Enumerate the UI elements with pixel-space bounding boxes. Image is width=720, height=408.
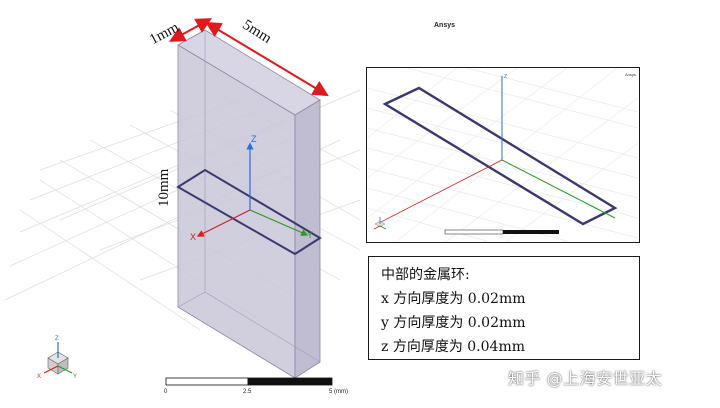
info-line-y-thickness: y 方向厚度为 0.02mm (381, 315, 526, 331)
substrate-block[interactable] (177, 29, 321, 379)
inset-brand-label: Ansys (625, 72, 636, 77)
watermark: 知乎 @上海安世亚太 (508, 369, 663, 388)
metal-ring[interactable] (176, 168, 322, 256)
triad-label-y: Y (73, 374, 77, 380)
inset-viewport[interactable]: Z (366, 67, 639, 242)
height-dimension-label: 10mm (156, 168, 172, 207)
axis-label-z: Z (251, 134, 257, 144)
inset-axis-label-z: Z (504, 74, 507, 80)
scale-tick-0: 0 (164, 389, 168, 395)
axis-label-x: X (190, 232, 196, 242)
scale-tick-2-5: 2.5 (243, 389, 252, 395)
depth-dimension-arrow (168, 18, 213, 42)
coordinate-axes: Z X Y (190, 134, 313, 242)
ring-thickness-info-box: 中部的金属环: x 方向厚度为 0.02mm y 方向厚度为 0.02mm z … (368, 256, 640, 360)
scale-bar (165, 377, 333, 386)
info-line-x-thickness: x 方向厚度为 0.02mm (381, 291, 526, 307)
info-title: 中部的金属环: (381, 267, 470, 283)
info-line-z-thickness: z 方向厚度为 0.04mm (381, 339, 525, 355)
inset-metal-ring (382, 86, 618, 226)
view-orientation-triad[interactable]: Z X Y (37, 336, 77, 380)
triad-label-x: X (37, 374, 41, 380)
brand-label: Ansys (434, 22, 456, 29)
inset-view-triad (373, 217, 387, 230)
scale-tick-5: 5 (mm) (329, 389, 348, 395)
width-dimension-arrow (205, 21, 329, 97)
axis-label-y: Y (307, 230, 313, 240)
triad-label-z: Z (55, 336, 59, 342)
inset-top-view-panel[interactable]: Z (366, 67, 640, 243)
